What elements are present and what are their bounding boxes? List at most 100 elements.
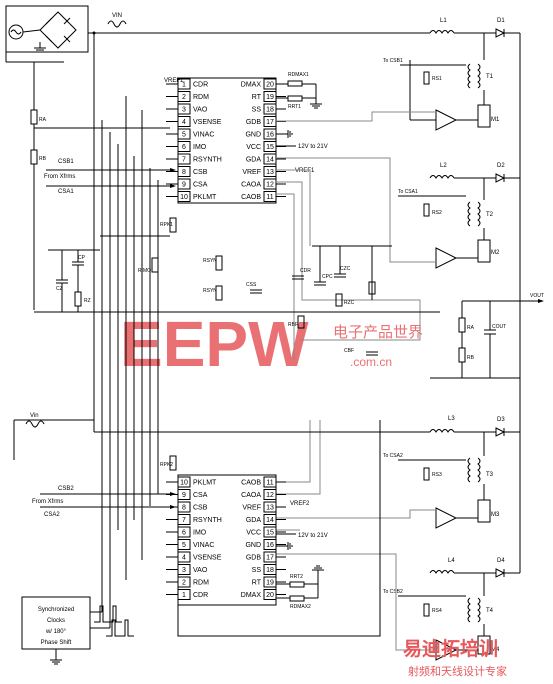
pin-number: 9: [182, 492, 186, 499]
pin-number: 17: [266, 555, 274, 562]
pin-number: 16: [266, 132, 274, 139]
rb-out-label: RB: [467, 355, 475, 361]
resistor-rz: [74, 291, 82, 307]
t3-label: T3: [486, 472, 494, 478]
pin-number: 11: [266, 194, 273, 201]
rs3-label: RS3: [432, 472, 442, 478]
pin-name: VCC: [246, 530, 261, 537]
m1-label: M1: [491, 117, 500, 123]
pin-number: 15: [266, 530, 274, 537]
pin-number: 9: [182, 182, 186, 189]
ra-out-label: RA: [467, 325, 475, 331]
inductor-l3: [429, 429, 455, 433]
pin-name: VAO: [193, 107, 208, 114]
csa1-input: CSA1: [58, 189, 74, 195]
t4-label: T4: [486, 608, 494, 614]
pin-number: 4: [182, 119, 186, 126]
resistor-rpk2: [169, 455, 177, 471]
rimo-label: RIMO: [138, 268, 151, 274]
resistor-rsyn-bottom: [215, 285, 223, 301]
pin-number: 19: [266, 94, 274, 101]
pin-number: 17: [266, 119, 274, 126]
pin-number: 20: [266, 82, 274, 89]
rdmax1-label: RDMAX1: [288, 72, 309, 78]
pin-name: RT: [252, 580, 262, 587]
pin-name: GDB: [246, 119, 262, 126]
pin-name: GND: [245, 542, 261, 549]
rs2-label: RS2: [432, 210, 442, 216]
pin-number: 5: [182, 542, 186, 549]
rzc-label: RZC: [344, 300, 355, 306]
pin-number: 7: [182, 517, 186, 524]
resistor-rdmax2: [289, 595, 305, 602]
cdr-label: CDR: [300, 268, 311, 274]
to-csa2-label: To CSA2: [383, 453, 403, 459]
resistor-rpk1: [169, 217, 177, 233]
pin-name: PKLMT: [193, 480, 217, 487]
pin-name: RT: [252, 94, 262, 101]
pin-name: CAOB: [241, 194, 261, 201]
ra-label: RA: [39, 117, 47, 123]
eepw-logo-text: EEPW: [120, 308, 309, 380]
pin-number: 19: [266, 580, 274, 587]
pin-name: SS: [252, 107, 262, 114]
pin-name: VREF: [242, 169, 261, 176]
pin-number: 3: [182, 567, 186, 574]
pin-name: RDM: [193, 94, 209, 101]
pin-name: GND: [245, 132, 261, 139]
pin-name: VAO: [193, 567, 208, 574]
clock-waveform-a: [94, 605, 122, 623]
mosfet-m1: [477, 104, 491, 128]
pin-number: 1: [182, 82, 186, 89]
bridge-rectifier: [39, 11, 77, 49]
rs4-label: RS4: [432, 608, 442, 614]
czc-label: CZC: [340, 266, 351, 272]
resistor-rimo: [151, 257, 159, 273]
inductor-l1: [429, 30, 455, 34]
sine-wave-icon: [25, 420, 45, 428]
eepw-watermark: EEPW 电子产品世界 .com.cn: [120, 308, 423, 380]
rsyn-top-label: RSYN: [203, 258, 217, 264]
to-csb1-label: To CSB1: [383, 58, 403, 64]
clocks-line-1: Synchronized: [38, 607, 74, 613]
pin-number: 1: [182, 592, 186, 599]
from-xfrms-bottom: From Xfrms: [32, 499, 63, 505]
mosfet-m2: [477, 239, 491, 263]
pin-name: VREF: [242, 505, 261, 512]
m2-label: M2: [491, 250, 500, 256]
pin-number: 10: [180, 194, 188, 201]
d2-label: D2: [497, 163, 505, 169]
mosfet-m4: [477, 635, 491, 655]
cbf-label: CBF: [344, 348, 354, 354]
pin-number: 5: [182, 132, 186, 139]
csb1-input: CSB1: [58, 159, 74, 165]
pin-number: 12: [266, 182, 274, 189]
vin-label: VIN: [112, 13, 122, 19]
to-csa1-label: To CSA1: [398, 189, 418, 195]
transformer-t4: [477, 597, 481, 623]
pin-number: 18: [266, 107, 274, 114]
pin-number: 14: [266, 517, 274, 524]
pin-name: RSYNTH: [193, 517, 222, 524]
phase-stages: L1 D1 T1 M1 To CSB1 RS1 L2 D2 T2: [383, 18, 520, 661]
clocks-line-4: Phase Shift: [41, 640, 72, 646]
pin-number: 12: [266, 492, 274, 499]
pin-name: GDB: [246, 555, 262, 562]
resistor-rzc: [335, 293, 343, 307]
csa2-input: CSA2: [44, 512, 60, 518]
gate-driver-2: [435, 247, 458, 269]
pin-name: SS: [252, 567, 262, 574]
rdmax2-label: RDMAX2: [290, 604, 311, 610]
pin-name: VSENSE: [193, 119, 222, 126]
diode-d2: [495, 173, 506, 183]
transformer-t2: [477, 201, 481, 227]
pin-name: CSB: [193, 505, 208, 512]
inductor-l4: [429, 570, 455, 574]
gate-driver-1: [435, 109, 458, 131]
pin-number: 11: [266, 480, 273, 487]
l1-label: L1: [440, 18, 447, 24]
pin-name: RSYNTH: [193, 157, 222, 164]
d3-label: D3: [497, 417, 505, 423]
